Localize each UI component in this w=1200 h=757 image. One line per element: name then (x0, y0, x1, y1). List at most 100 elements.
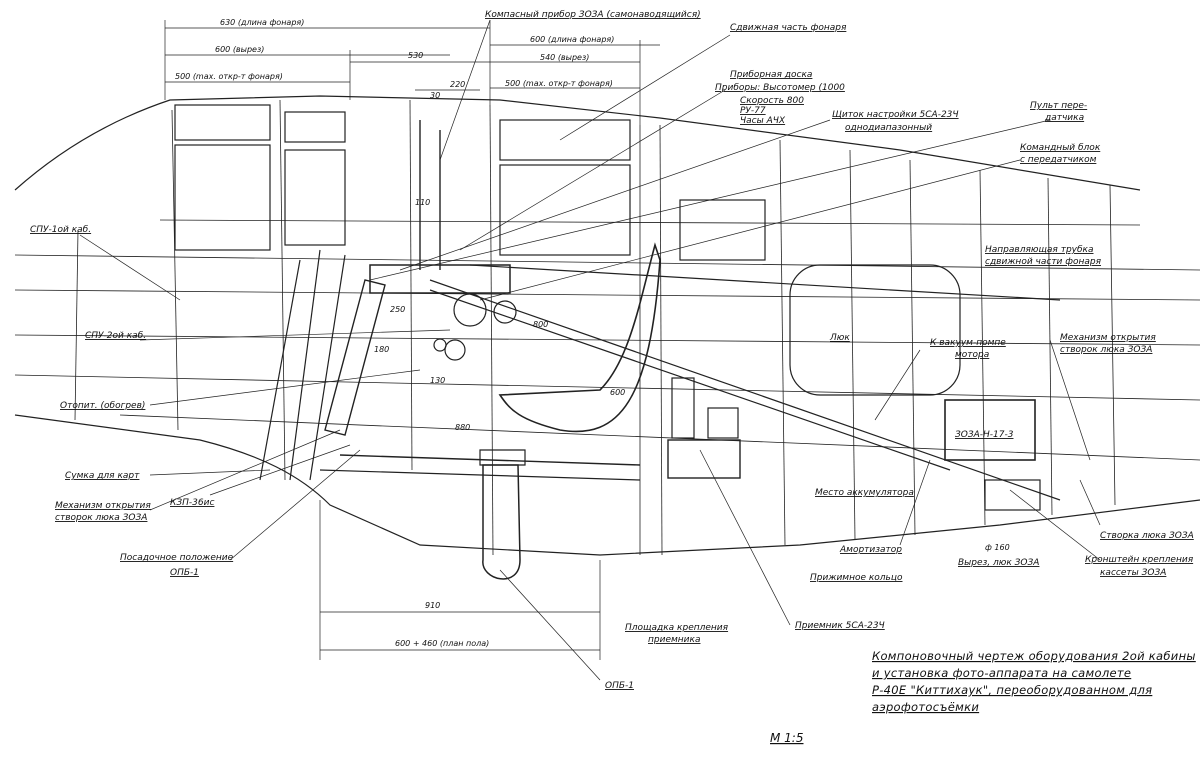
label-opb1-bottom: ОПБ-1 (605, 681, 634, 691)
frame (1109, 184, 1116, 506)
leader-line (149, 429, 341, 511)
leader-line (479, 159, 1021, 301)
frame (659, 124, 663, 556)
leader-line (699, 449, 791, 626)
dim-label: 540 (вырез) (540, 53, 589, 62)
label-kzp: КЗП-36ис (170, 498, 214, 508)
leader-line (139, 329, 451, 341)
opb-sight (482, 464, 521, 580)
label-ru77: РУ-77 (740, 106, 766, 116)
armor-plate (324, 279, 386, 436)
dim-label: 800 (533, 320, 548, 329)
dim-label: 910 (425, 601, 440, 610)
leader-line (439, 19, 491, 161)
label-panel: Приборная доска (730, 70, 812, 80)
dim-label: 110 (415, 198, 430, 207)
label-with-transmitter: с передатчиком (1020, 155, 1097, 165)
canopy-window (499, 119, 631, 161)
dim-label: 130 (430, 376, 445, 385)
frame (489, 104, 494, 556)
label-clock: Часы АЧХ (740, 116, 786, 126)
label-battery: Место аккумулятора (815, 488, 914, 498)
dim-label: 600 (длина фонаря) (530, 35, 614, 44)
label-receiver: приемника (648, 635, 700, 645)
label-vacuum: К вакуум-помпе (930, 338, 1006, 348)
frame (409, 99, 413, 471)
title-line-3: Р-40Е "Киттихаук", переоборудованном для (872, 683, 1152, 697)
frame (849, 149, 856, 541)
receiver-box (671, 377, 695, 439)
label-instruments: Приборы: Высотомер (1000 (715, 83, 845, 93)
label-receiver-5sa: Приемник 5СА-23Ч (795, 621, 885, 631)
dim-label: 630 (длина фонаря) (220, 18, 304, 27)
label-door: Створка люка ЗОЗА (1100, 531, 1194, 541)
title-line-4: аэрофотосъёмки (872, 700, 979, 714)
control-rod (429, 289, 951, 471)
stand-box (707, 407, 739, 439)
frame (171, 109, 179, 431)
leader-line (1079, 479, 1101, 526)
camera-body (944, 399, 1036, 461)
dim-label: 220 (450, 80, 465, 89)
label-spu2: СПУ-2ой каб. (85, 331, 146, 341)
label-single-band: однодиапазонный (845, 123, 932, 133)
dim-label: 500 (max. откр-т фонаря) (175, 72, 283, 81)
seat (498, 242, 661, 433)
dim-label: 500 (max. откр-т фонаря) (505, 79, 613, 88)
frame (779, 139, 786, 546)
label-cassette: кассеты ЗОЗА (1100, 568, 1166, 578)
canopy-window (174, 144, 271, 251)
frame (74, 229, 79, 421)
gear-wheel (453, 293, 487, 327)
label-speed: Скорость 800 (740, 96, 804, 106)
leader-line (1009, 489, 1101, 561)
label-engine: мотора (955, 350, 989, 360)
title-line-1: Компоновочный чертеж оборудования 2ой ка… (872, 649, 1196, 663)
label-hatch: Люк (829, 333, 850, 343)
leader-line (899, 459, 931, 546)
label-clamp-ring: Прижимное кольцо (810, 573, 903, 583)
label-bracket: Кронштейн крепления (1085, 555, 1194, 565)
control-rod (289, 249, 321, 481)
leader-line (229, 449, 361, 561)
label-spu1: СПУ-1ой каб. (30, 225, 91, 235)
scale-label: М 1:5 (770, 731, 803, 745)
stringer-5 (119, 414, 1200, 461)
leader-line (874, 349, 921, 421)
leader-line (399, 119, 831, 271)
label-transmitter-panel: Пульт пере- (1030, 101, 1087, 111)
canopy-window (284, 149, 346, 246)
dim-label: 180 (374, 345, 389, 354)
control-rod (469, 264, 1061, 301)
label-compass: Компасный прибор ЗОЗА (самонаводящийся) (485, 10, 701, 20)
gear-wheel (433, 338, 447, 352)
dim-label: 880 (455, 423, 470, 432)
stringer-6 (159, 219, 1141, 226)
stringer-4 (14, 374, 1200, 401)
title-line-2: и установка фото-аппарата на самолете (872, 666, 1131, 680)
fuselage-top-contour (14, 95, 1141, 191)
canopy-window (284, 111, 346, 143)
leader-line (559, 34, 731, 141)
dim-label: 250 (390, 305, 405, 314)
leader-line (209, 444, 351, 496)
floor-2 (319, 469, 641, 481)
stringer-3 (14, 334, 1200, 346)
label-tuning: Щиток настройки 5СА-23Ч (832, 110, 959, 120)
leader-line (369, 119, 1051, 281)
dim-label: 600 + 460 (план пола) (395, 639, 489, 648)
camera-lens (984, 479, 1041, 511)
gear-wheel (444, 339, 466, 361)
label-cutout: Вырез, люк ЗОЗА (958, 558, 1039, 568)
frame (979, 169, 986, 526)
control-rod (429, 279, 1061, 501)
dim-label: 30 (430, 91, 440, 100)
control-rod (259, 259, 301, 481)
control-rod (309, 254, 346, 481)
leader-line (459, 89, 726, 251)
frame (909, 159, 916, 536)
floor (339, 454, 641, 466)
label-heater: Отопит. (обогрев) (60, 401, 145, 411)
stringer-2 (14, 289, 1200, 301)
